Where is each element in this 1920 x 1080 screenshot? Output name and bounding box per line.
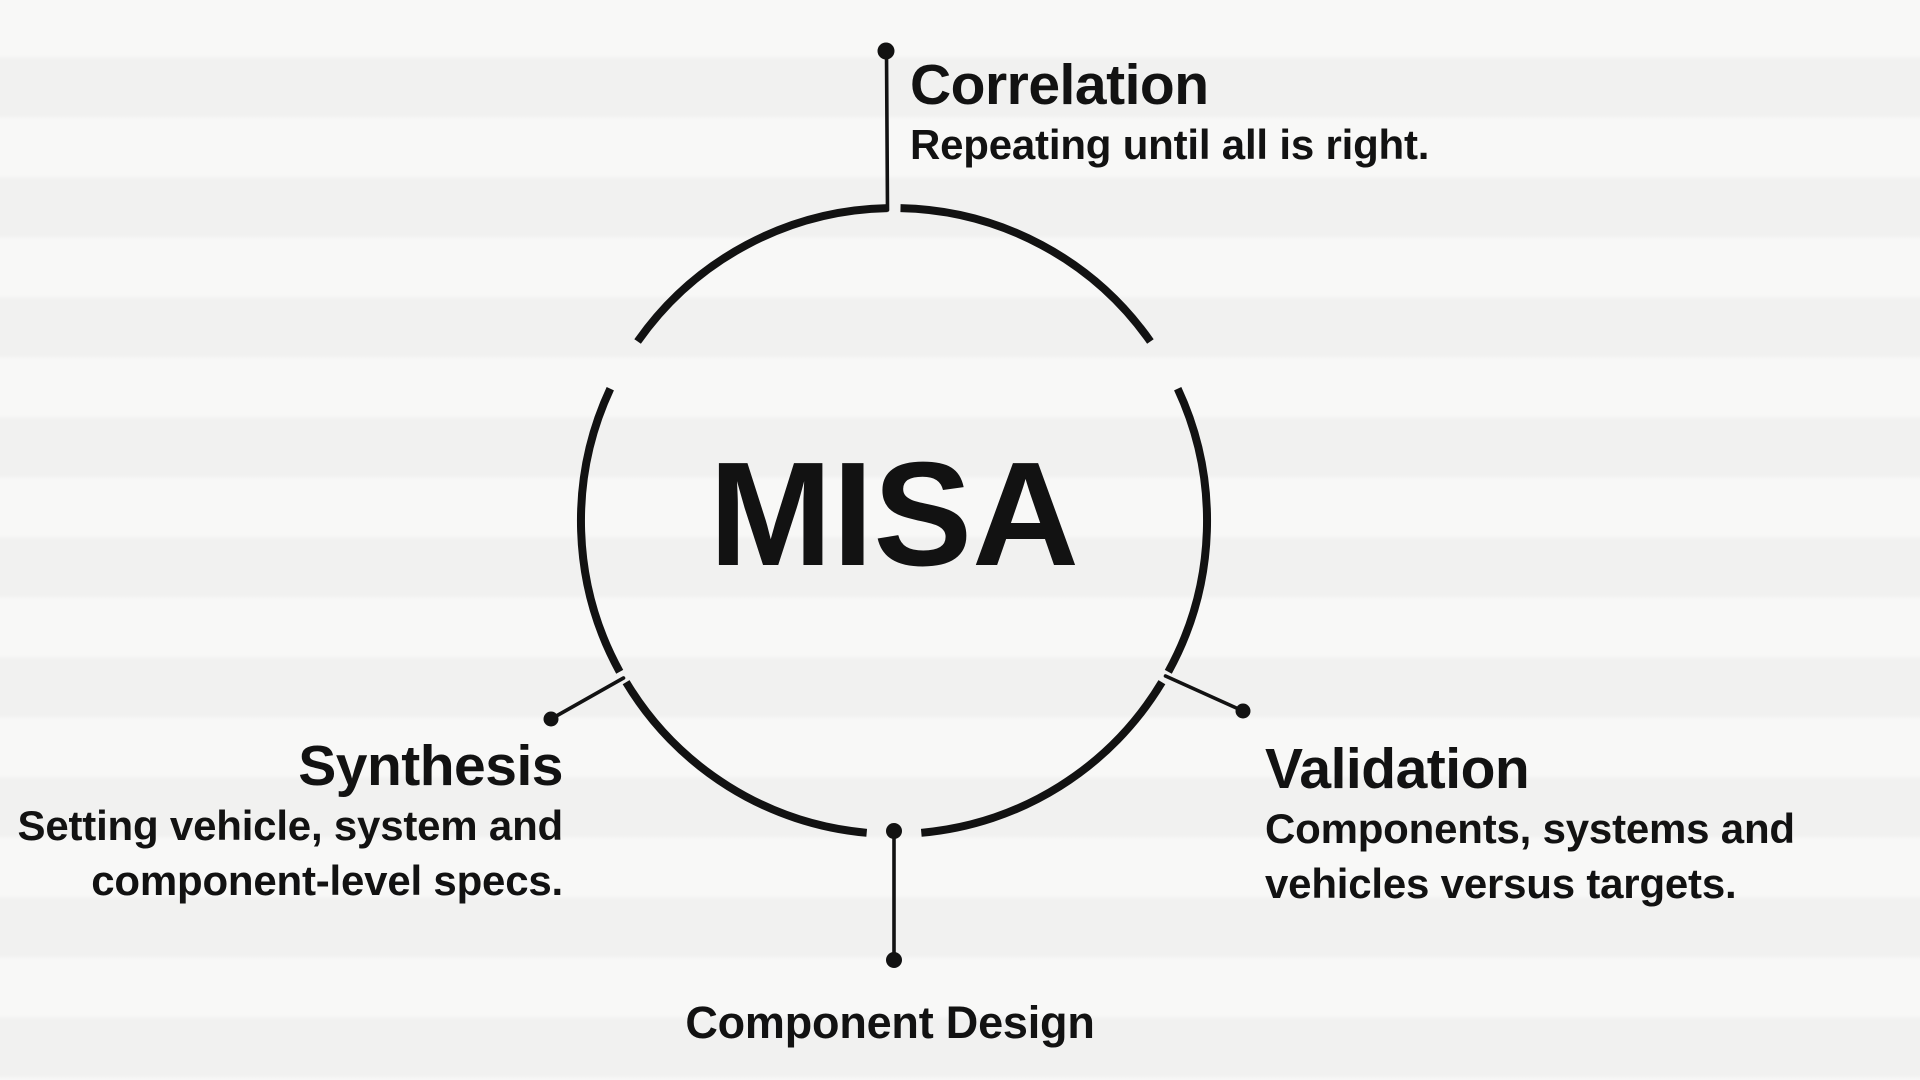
validation-description-line-1: Components, systems and bbox=[1265, 805, 1795, 852]
component-design-ring-dot bbox=[886, 823, 902, 839]
component-design-title: Component Design bbox=[685, 997, 1095, 1048]
connector-line-validation bbox=[1163, 674, 1245, 713]
component-design-node-dot bbox=[886, 952, 902, 968]
validation-node-dot bbox=[1235, 703, 1251, 719]
correlation-description: Repeating until all is right. bbox=[910, 121, 1430, 168]
validation-title: Validation bbox=[1265, 737, 1530, 801]
synthesis-description-line-2: component-level specs. bbox=[91, 857, 563, 904]
validation-description-line-2: vehicles versus targets. bbox=[1265, 860, 1737, 907]
ring-arc-bottom-left bbox=[622, 680, 868, 837]
label-block-synthesis: Synthesis Setting vehicle, system and co… bbox=[17, 734, 564, 908]
connector-line-correlation bbox=[884, 50, 890, 212]
synthesis-node-dot bbox=[543, 711, 559, 727]
connector-line-synthesis bbox=[549, 676, 626, 721]
label-block-correlation: Correlation Repeating until all is right… bbox=[910, 53, 1429, 172]
ring-arc-right bbox=[1164, 387, 1211, 674]
synthesis-description-line-1: Setting vehicle, system and bbox=[17, 802, 564, 849]
connectors bbox=[543, 42, 1251, 968]
correlation-title: Correlation bbox=[910, 53, 1209, 117]
ring-arc-top-left bbox=[634, 204, 888, 344]
segmented-ring bbox=[577, 204, 1211, 837]
center-acronym: MISA bbox=[709, 432, 1079, 597]
ring-arc-bottom-right bbox=[920, 680, 1166, 837]
ring-arc-left bbox=[577, 387, 624, 674]
ring-arc-top-right bbox=[900, 204, 1154, 344]
synthesis-title: Synthesis bbox=[298, 734, 563, 798]
correlation-node-dot bbox=[877, 42, 895, 60]
label-block-validation: Validation Components, systems and vehic… bbox=[1265, 737, 1795, 911]
